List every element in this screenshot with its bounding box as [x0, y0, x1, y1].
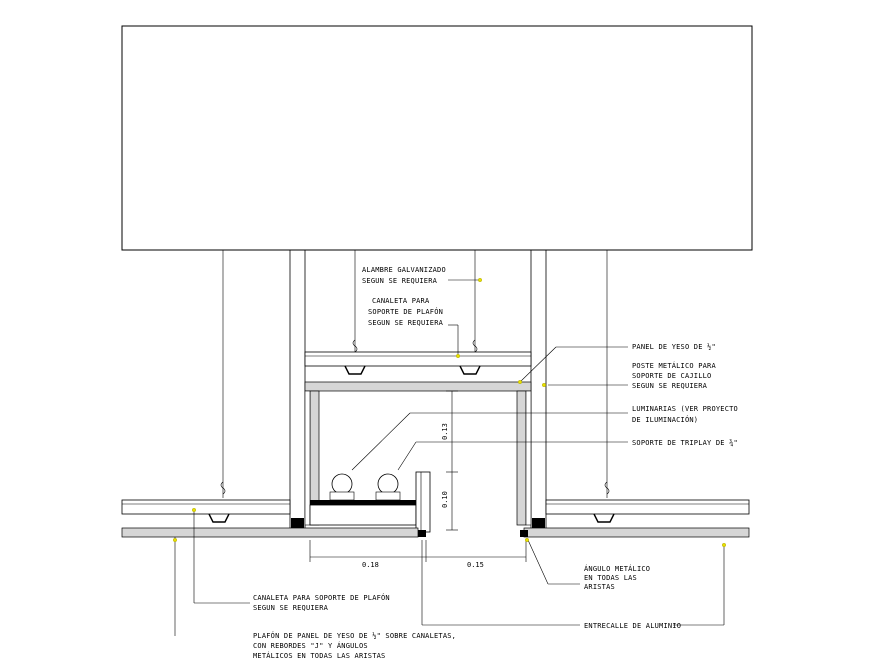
label-angulo-line1: ÁNGULO METÁLICO: [584, 564, 650, 573]
label-luminarias-line2: DE ILUMINACIÓN): [632, 415, 698, 424]
label-canaleta-bottom-line1: CANALETA PARA SOPORTE DE PLAFÓN: [253, 593, 390, 602]
leader-lines: [174, 279, 725, 636]
label-canaleta-bottom-line2: SEGUN SE REQUIERA: [253, 604, 329, 612]
label-canaleta-top-line1: CANALETA PARA: [372, 297, 430, 305]
label-luminarias-line1: LUMINARIAS (VER PROYECTO: [632, 405, 738, 413]
label-alambre-line1: ALAMBRE GALVANIZADO: [362, 266, 446, 274]
label-alambre-line2: SEGUN SE REQUIERA: [362, 277, 438, 285]
label-poste-line2: SOPORTE DE CAJILLO: [632, 372, 711, 380]
lower-channels: [121, 499, 750, 523]
label-plafon-line3: METÁLICOS EN TODAS LAS ARISTAS: [253, 651, 385, 660]
label-triplay: SOPORTE DE TRIPLAY DE ¾": [632, 439, 738, 447]
concrete-slab: [121, 25, 753, 251]
label-plafon-line1: PLAFÓN DE PANEL DE YESO DE ½" SOBRE CANA…: [253, 631, 456, 640]
dim-horizontal-right: 0.15: [467, 561, 484, 569]
label-entrecalle: ENTRECALLE DE ALUMINIO: [584, 622, 681, 630]
cajillo-box: [304, 381, 532, 526]
hanger-wires: [220, 250, 610, 498]
dim-vertical-lower: 0.10: [441, 491, 449, 508]
dim-horizontal-left: 0.18: [362, 561, 379, 569]
label-panel-yeso: PANEL DE YESO DE ½": [632, 343, 716, 351]
upper-channel: [304, 351, 532, 375]
luminaire: [309, 471, 431, 533]
leader-dots: [172, 278, 727, 548]
label-angulo-line2: EN TODAS LAS: [584, 574, 637, 582]
label-canaleta-top-line2: SOPORTE DE PLAFÓN: [368, 307, 443, 316]
label-angulo-line3: ARISTAS: [584, 583, 615, 591]
label-plafon-line2: CON REBORDES "J" Y ÁNGULOS: [253, 641, 368, 650]
label-poste-line3: SEGUN SE REQUIERA: [632, 382, 708, 390]
label-poste-line1: POSTE METÁLICO PARA: [632, 361, 716, 370]
ceiling-plasterboard: [121, 527, 750, 538]
dim-vertical-upper: 0.13: [441, 423, 449, 440]
label-canaleta-top-line3: SEGUN SE REQUIERA: [368, 319, 444, 327]
dimension-lines: [309, 390, 527, 562]
